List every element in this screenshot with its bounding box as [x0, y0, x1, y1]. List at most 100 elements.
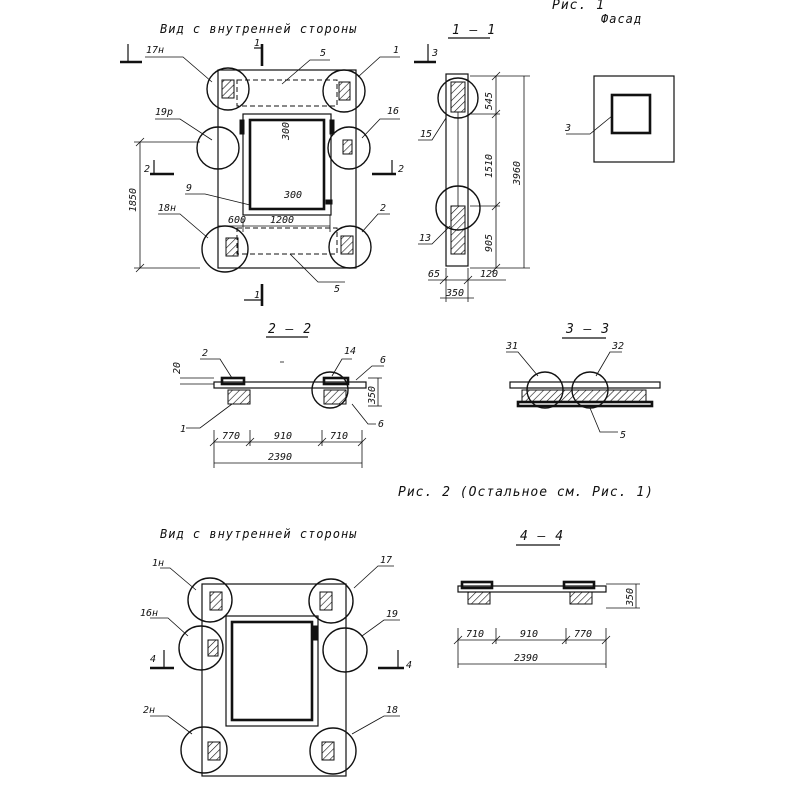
section-4-4-dim-350: 350	[625, 588, 636, 607]
fig1-leader-2	[361, 213, 390, 233]
fig2-detail-circle-mr	[322, 627, 368, 673]
section-2-2-rib-left	[227, 389, 251, 405]
fig1-callout-18n: 18н	[158, 203, 176, 214]
fig1-leader-19r	[155, 118, 213, 141]
fig1-callout-19r: 19р	[155, 107, 173, 118]
fig2-detail-circle-ml	[178, 625, 224, 671]
section-2-2-dim-710: 710	[330, 431, 348, 442]
section-1-1-dim-350: 350	[445, 288, 464, 299]
fig1-cut-1-bottom-label: 1	[254, 290, 260, 301]
fig1-callout-16: 16	[387, 106, 399, 117]
fig1-detail-circle-tr	[322, 69, 366, 113]
section-4-4-rib-right	[569, 591, 593, 605]
section-1-1-dim-65: 65	[428, 269, 440, 280]
fig1-window-lug-tl	[239, 119, 245, 135]
section-4-4-dim-770: 770	[574, 629, 592, 640]
section-1-1-circle-top	[437, 77, 479, 119]
fig2-cut-4-left-label: 4	[150, 654, 156, 665]
fig2-cut-4-right-label: 4	[406, 660, 412, 671]
fig2-callout-2n: 2н	[143, 705, 155, 716]
fig1-leader-5-top	[281, 59, 330, 85]
fig1-leader-18n	[158, 213, 209, 239]
section-4-4-rib-left	[467, 591, 491, 605]
section-2-2-title: 2 — 2	[268, 322, 312, 337]
fig2-window-frame	[225, 615, 319, 727]
section-3-3-callout-32: 32	[611, 341, 624, 352]
fig1-detail-circle-mr	[327, 126, 371, 170]
fig1-leader-5-bot	[289, 253, 345, 283]
fig1-detail-circle-br	[328, 225, 372, 269]
fig1-window-inner	[248, 118, 326, 211]
facade-callout-3: 3	[564, 123, 571, 134]
section-1-1-hatch-top	[450, 81, 466, 113]
fig1-cut-1-bottom: 1	[244, 284, 264, 306]
fig1-cut-1-top-label: 1	[254, 38, 260, 49]
fig2-detail-circle-tr	[308, 578, 354, 624]
section-1-1-callout-15: 15	[420, 129, 432, 140]
section-1-1-dim-1510: 1510	[484, 154, 495, 178]
section-3-3: 3 — 3 31 32 5	[505, 322, 661, 441]
fig1-leader-17n	[145, 56, 213, 83]
section-4-4-dim-2390: 2390	[514, 653, 538, 664]
fig2-view-title: Вид с внутренней стороны	[160, 527, 357, 541]
fig1-dim-1850-label: 1850	[128, 188, 139, 212]
fig1-detail-circle-tl	[206, 67, 250, 111]
fig1-leader-1	[357, 56, 400, 78]
fig2-detail-circle-tl	[187, 577, 233, 623]
fig1-cut-2-right-label: 2	[398, 164, 404, 175]
fig1-dim-1850: 1850	[128, 137, 200, 273]
facade-window	[610, 93, 652, 135]
fig1-embed-tr	[338, 81, 351, 101]
fig2-panel-outline	[201, 583, 347, 777]
facade-panel	[593, 75, 675, 163]
fig1-window-lug-br	[325, 199, 333, 205]
fig1-cut-2-left: 2	[144, 160, 174, 176]
section-3-3-circle-left	[526, 371, 564, 409]
fig1-callout-5-bot: 5	[334, 284, 340, 295]
fig1-leader-9	[185, 193, 251, 206]
fig2-callout-1n: 1н	[152, 558, 164, 569]
section-2-2-callout-2: 2	[202, 348, 208, 359]
fig2-detail-circle-br	[309, 727, 357, 775]
fig1-embed-mr	[342, 139, 353, 155]
section-2-2-circle	[311, 371, 349, 409]
fig2-callout-17: 17	[380, 555, 392, 566]
fig1-embed-tl	[221, 79, 235, 99]
section-1-1-dim-545: 545	[484, 92, 495, 110]
fig1-facade: Фасад 3	[564, 12, 675, 163]
section-4-4-dim-710: 710	[466, 629, 484, 640]
fig2-callout-19: 19	[386, 609, 398, 620]
section-1-1-circle-bot	[435, 185, 481, 231]
fig1-caption: Рис. 1	[552, 0, 605, 13]
fig1-cut-1-top: 1	[254, 38, 264, 66]
fig1-dim-300-a: 300	[281, 122, 292, 141]
fig1-callout-9: 9	[186, 183, 192, 194]
section-1-1-dim-3960: 3960	[512, 161, 523, 186]
fig1-window-lug-tr	[329, 119, 335, 135]
fig2-caption: Рис. 2 (Остальное см. Рис. 1)	[398, 485, 654, 500]
fig1-view-title: Вид с внутренней стороны	[160, 22, 357, 36]
facade-title: Фасад	[601, 12, 642, 26]
section-4-4-slab	[457, 585, 607, 593]
fig1-window-frame	[242, 113, 332, 216]
section-4-4-dim-910: 910	[520, 629, 538, 640]
fig1-cut-3-marks: 3	[120, 44, 438, 64]
fig1-callout-1: 1	[393, 45, 399, 56]
section-2-2-dim-2390: 2390	[268, 452, 292, 463]
section-2-2-callout-14: 14	[344, 346, 356, 357]
fig2-view-inside: Вид с внутренней стороны 1н 17 16н 19 2н…	[140, 527, 412, 777]
fig1-dim-600: 600	[228, 215, 246, 226]
fig2-cut-4-left: 4	[150, 650, 174, 670]
section-2-2: 2 — 2 2 14 6 6 1 20 350	[172, 322, 386, 468]
fig1-detail-circle-bl	[201, 225, 249, 273]
fig2-callout-16n: 16н	[140, 608, 158, 619]
fig2-callout-18: 18	[386, 705, 398, 716]
fig1-callout-17n: 17н	[146, 45, 164, 56]
section-3-3-callout-5: 5	[620, 430, 626, 441]
fig1-rib-bottom	[236, 227, 338, 255]
section-2-2-dim-20: 20	[172, 362, 183, 374]
section-3-3-callout-31: 31	[505, 341, 518, 352]
section-2-2-slab	[213, 381, 367, 389]
fig2-cut-4-right: 4	[378, 650, 412, 671]
